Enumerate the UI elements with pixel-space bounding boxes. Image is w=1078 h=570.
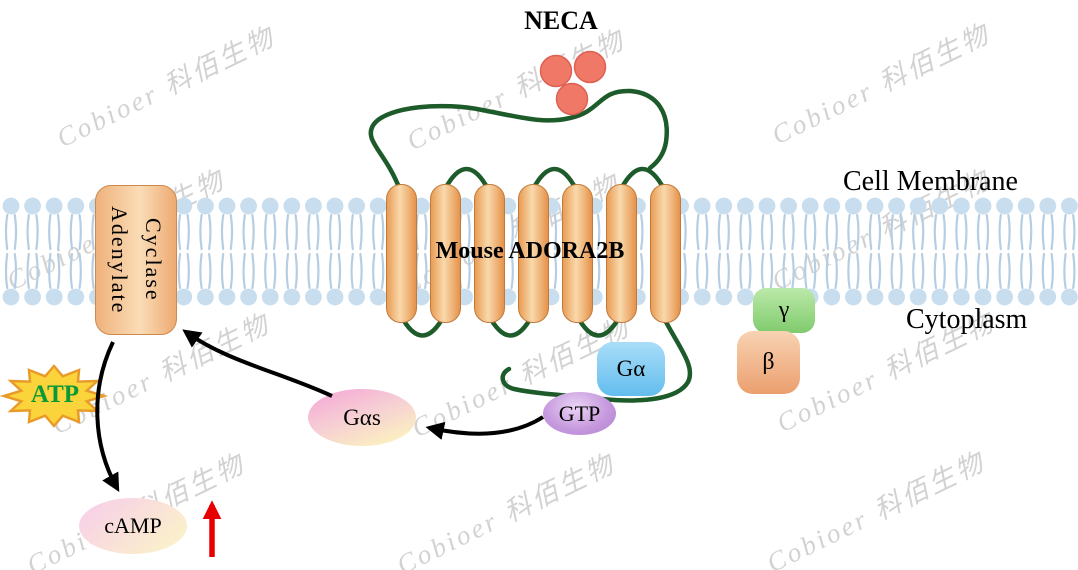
intracellular-loop bbox=[574, 312, 623, 338]
gtp-label: GTP bbox=[558, 400, 601, 426]
intracellular-loop bbox=[486, 312, 535, 338]
adenylate-line: Adenylate bbox=[107, 205, 132, 315]
extracellular-loop bbox=[442, 167, 491, 193]
cyclase-line: Cyclase bbox=[141, 218, 167, 302]
gas-protein: Gαs bbox=[308, 389, 416, 446]
extracellular-loop bbox=[618, 167, 667, 193]
cytoplasm-label: Cytoplasm bbox=[906, 304, 1028, 335]
atp-label: ATP bbox=[30, 381, 80, 408]
g-alpha-subunit: Gα bbox=[597, 342, 665, 396]
intracellular-loop bbox=[398, 312, 447, 338]
beta-subunit: β bbox=[737, 331, 800, 394]
adenylate-cyclase-box: Adenylate Cyclase bbox=[95, 185, 177, 335]
extracellular-loop bbox=[530, 167, 579, 193]
receptor-name-label: Mouse ADORA2B bbox=[435, 238, 625, 264]
gamma-subunit: γ bbox=[753, 288, 815, 333]
gamma-label: γ bbox=[778, 297, 790, 323]
camp-label: cAMP bbox=[104, 513, 162, 538]
gtp-molecule: GTP bbox=[543, 392, 616, 435]
n-terminus-loop bbox=[368, 88, 669, 193]
camp-molecule: cAMP bbox=[79, 498, 187, 554]
adenylate-cyclase-label: Adenylate Cyclase bbox=[102, 206, 170, 314]
cell-membrane-label: Cell Membrane bbox=[843, 166, 1018, 197]
g-alpha-label: Gα bbox=[616, 356, 646, 381]
gas-label: Gαs bbox=[343, 404, 381, 430]
beta-label: β bbox=[762, 349, 775, 375]
neca-label: NECA bbox=[524, 6, 598, 35]
